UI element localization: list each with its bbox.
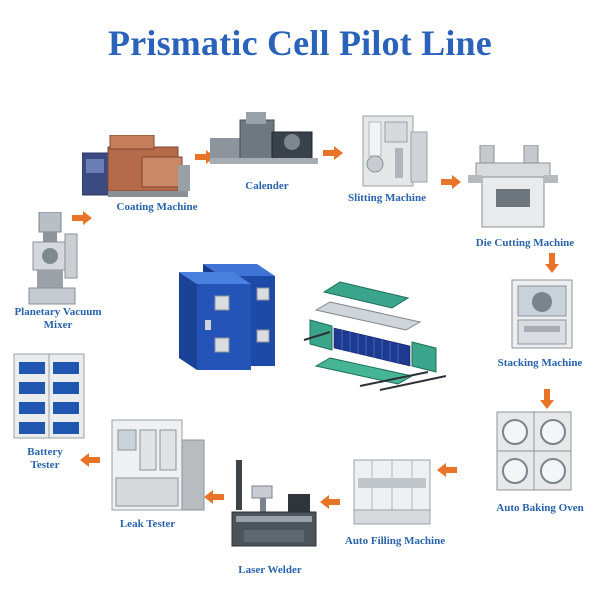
arrow-right-icon (441, 175, 461, 189)
leak-tester-image (110, 418, 208, 513)
stacking-machine-image (510, 278, 575, 350)
prismatic-cells-image (175, 258, 287, 370)
arrow-down-icon (545, 253, 559, 273)
arrow-right-icon (323, 146, 343, 160)
arrow-left-icon (80, 453, 100, 467)
auto-filling-machine-image (352, 458, 432, 526)
stacking-machine-label: Stacking Machine (497, 357, 583, 369)
arrow-right-icon (72, 211, 92, 225)
die-cutting-machine-image (468, 145, 558, 230)
auto-filling-machine-label: Auto Filling Machine (344, 535, 446, 547)
arrow-down-icon (540, 389, 554, 409)
laser-welder-image (230, 460, 320, 552)
die-cutting-machine-label: Die Cutting Machine (475, 237, 575, 249)
laser-welder-label: Laser Welder (238, 564, 302, 576)
calender-label: Calender (245, 180, 289, 192)
arrow-left-icon (204, 490, 224, 504)
coating-machine-label: Coating Machine (116, 201, 198, 213)
planetary-vacuum-mixer-label: Planetary Vacuum Mixer (14, 306, 102, 331)
arrow-left-icon (437, 463, 457, 477)
planetary-vacuum-mixer-image (25, 212, 80, 307)
calender-image (210, 112, 320, 167)
slitting-machine-label: Slitting Machine (348, 192, 426, 204)
battery-tester-label: Battery Tester (27, 446, 63, 471)
page-title: Prismatic Cell Pilot Line (108, 23, 492, 63)
auto-baking-oven-label: Auto Baking Oven (496, 502, 584, 514)
battery-tester-image (12, 352, 87, 440)
arrow-left-icon (320, 495, 340, 509)
coating-machine-image (82, 135, 192, 200)
leak-tester-label: Leak Tester (119, 518, 176, 530)
battery-module-exploded-image (300, 280, 450, 395)
auto-baking-oven-image (495, 410, 573, 492)
slitting-machine-image (355, 112, 430, 190)
